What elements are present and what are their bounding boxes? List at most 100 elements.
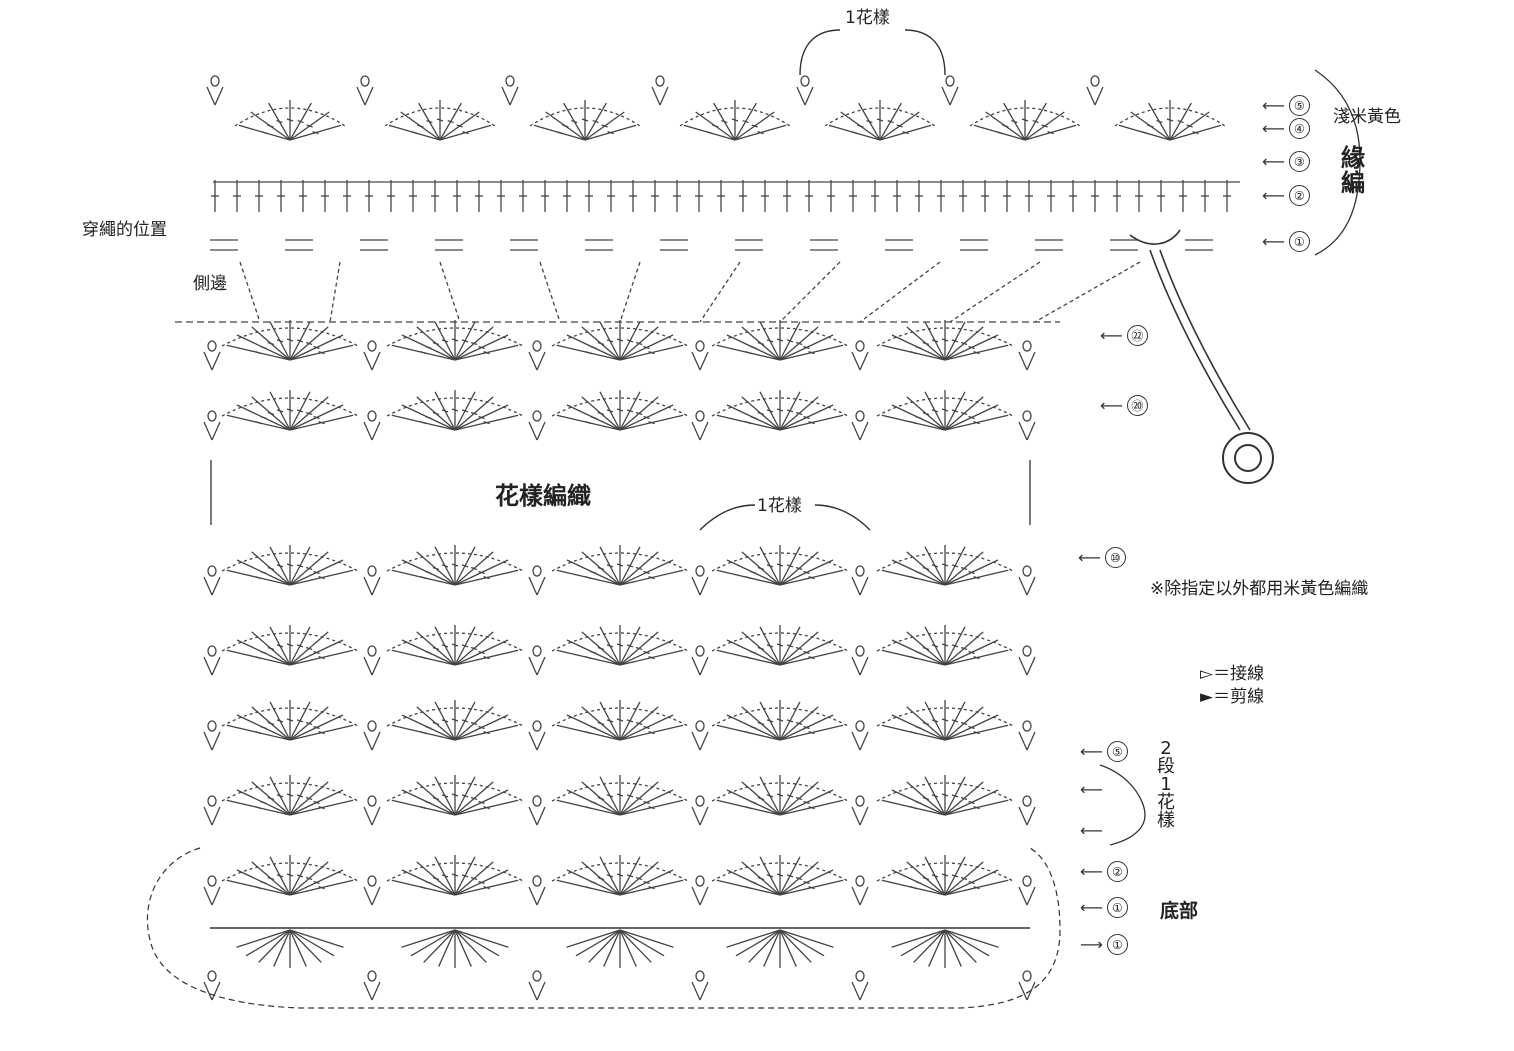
stitch-bar: [313, 880, 320, 885]
v-stitch: [699, 806, 709, 826]
picot: [1022, 720, 1032, 732]
stitch-bar: [635, 411, 643, 416]
stitch-bar: [585, 421, 592, 425]
v-stitch: [203, 656, 213, 676]
bottom-v-stitch: [363, 981, 373, 1001]
stitch-bar: [306, 124, 313, 128]
stitch-bar: [276, 564, 284, 568]
stitch-bar: [766, 339, 774, 343]
stitch-bar: [260, 415, 267, 420]
stitch-bar: [803, 570, 810, 575]
stitch-bar: [451, 408, 459, 412]
connection-line: [619, 261, 641, 323]
picot: [505, 75, 515, 87]
stitch-bar: [757, 721, 765, 726]
v-stitch: [859, 731, 869, 751]
v-stitch: [536, 886, 546, 906]
v-stitch: [699, 656, 709, 676]
connection-line: [439, 261, 461, 323]
stitch-bar: [745, 731, 752, 735]
picot: [367, 795, 377, 807]
stitch-bar: [915, 800, 922, 805]
stitch-bar: [951, 564, 959, 568]
stitch-bar: [915, 570, 922, 575]
stitch-bar: [757, 131, 764, 135]
stitch-bar: [910, 576, 917, 580]
v-stitch: [859, 656, 869, 676]
picot: [1022, 410, 1032, 422]
legend-cut: ►＝剪線: [1200, 687, 1265, 707]
stitch-bar: [461, 339, 469, 343]
stitch-bar: [581, 118, 589, 122]
picot: [655, 75, 665, 87]
stitch-bar: [420, 351, 427, 355]
v-stitch: [1026, 351, 1036, 371]
stitch-bar: [616, 793, 624, 797]
v-stitch: [859, 806, 869, 826]
stitch-bar: [470, 411, 478, 416]
picot: [532, 720, 542, 732]
stitch-bar: [318, 806, 325, 810]
v-stitch: [851, 731, 861, 751]
stitch-bar: [626, 719, 634, 723]
v-stitch: [1018, 421, 1028, 441]
bottom-fan-stitch: [619, 929, 637, 967]
bottom-fan-stitch: [603, 929, 621, 967]
stitch-bar: [441, 339, 449, 343]
stitch-bar: [425, 345, 432, 350]
bottom-fan-stitch: [944, 929, 999, 948]
connection-line: [699, 261, 741, 323]
stitch-bar: [585, 886, 592, 890]
stitch-bar: [750, 880, 757, 885]
v-stitch: [371, 351, 381, 371]
stitch-bar: [606, 794, 614, 798]
picot: [1022, 565, 1032, 577]
stitch-bar: [616, 563, 624, 567]
stitch-bar: [951, 644, 959, 648]
stitch-bar: [1147, 124, 1154, 128]
stitch-bar: [297, 119, 304, 124]
v-stitch: [528, 351, 538, 371]
stitch-bar: [915, 415, 922, 420]
stitch-bar: [910, 731, 917, 735]
picot: [367, 410, 377, 422]
stitch-bar: [260, 570, 267, 575]
stitch-bar: [931, 794, 939, 798]
v-stitch: [1026, 656, 1036, 676]
legend-join: ▻＝接線: [1200, 664, 1265, 684]
v-stitch: [691, 656, 701, 676]
picot: [695, 645, 705, 657]
stitch-bar: [915, 725, 922, 730]
stitch-bar: [267, 646, 275, 651]
stitch-bar: [286, 718, 294, 722]
stitch-bar: [648, 421, 655, 425]
v-stitch: [211, 806, 221, 826]
stitch-bar: [803, 415, 810, 420]
stitch-bar: [286, 793, 294, 797]
stitch-bar: [267, 796, 275, 801]
stitch-bar: [750, 345, 757, 350]
stitch-bar: [597, 876, 605, 881]
stitch-bar: [601, 124, 608, 128]
bottom-fan-stitch: [454, 929, 487, 963]
stitch-bar: [451, 643, 459, 647]
connection-line: [859, 261, 941, 323]
picot: [855, 795, 865, 807]
stitch-bar: [318, 656, 325, 660]
stitch-bar: [571, 119, 578, 124]
edging-v: [1094, 86, 1104, 106]
stitch-bar: [960, 721, 968, 726]
stitch-bar: [951, 794, 959, 798]
v-stitch: [1026, 421, 1036, 441]
stitch-bar: [286, 643, 294, 647]
cord-position-label: 穿繩的位置: [82, 220, 167, 240]
picot: [207, 645, 217, 657]
stitch-bar: [776, 563, 784, 567]
stitch-bar: [922, 566, 930, 571]
edging-v: [949, 86, 959, 106]
v-stitch: [851, 351, 861, 371]
v-stitch: [371, 576, 381, 596]
stitch-bar: [305, 341, 313, 346]
stitch-bar: [318, 886, 325, 890]
stitch-bar: [451, 563, 459, 567]
